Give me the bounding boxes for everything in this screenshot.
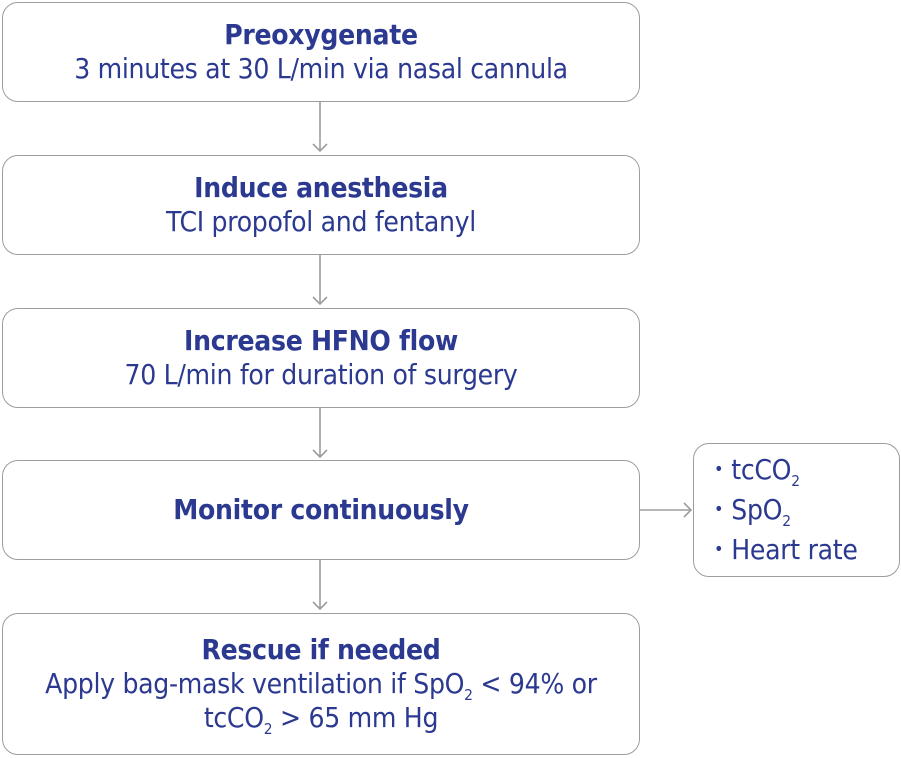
step-title: Rescue if needed	[201, 633, 441, 666]
arrow-step1-to-step2	[312, 102, 328, 153]
step-title: Monitor continuously	[173, 493, 469, 526]
step-preoxygenate: Preoxygenate 3 minutes at 30 L/min via n…	[2, 2, 640, 102]
step-description: 70 L/min for duration of surgery	[124, 358, 518, 391]
step-description: 3 minutes at 30 L/min via nasal cannula	[74, 52, 568, 85]
step-title: Increase HFNO flow	[184, 324, 458, 357]
arrow-step3-to-step4	[312, 408, 328, 459]
bullet: •	[714, 499, 724, 520]
step-increase-hfno-flow: Increase HFNO flow 70 L/min for duration…	[2, 308, 640, 408]
arrow-monitor-to-list	[640, 502, 693, 518]
step-title: Preoxygenate	[224, 18, 418, 51]
step-description-line2: tcCO2 > 65 mm Hg	[203, 701, 439, 738]
step-rescue-if-needed: Rescue if needed Apply bag-mask ventilat…	[2, 613, 640, 755]
arrow-step4-to-step5	[312, 560, 328, 611]
step-induce-anesthesia: Induce anesthesia TCI propofol and fenta…	[2, 155, 640, 255]
step-title: Induce anesthesia	[194, 171, 448, 204]
arrow-step2-to-step3	[312, 255, 328, 306]
step-monitor-continuously: Monitor continuously	[2, 460, 640, 560]
monitor-item-spo2: •SpO2	[714, 493, 791, 530]
step-description-line1: Apply bag-mask ventilation if SpO2 < 94%…	[45, 667, 597, 704]
bullet: •	[714, 459, 724, 480]
monitor-item-tcco2: •tcCO2	[714, 453, 800, 490]
monitor-parameters-box: •tcCO2 •SpO2 •Heart rate	[693, 443, 900, 577]
step-description: TCI propofol and fentanyl	[166, 205, 476, 238]
monitor-item-heart-rate: •Heart rate	[714, 533, 858, 566]
bullet: •	[714, 539, 724, 560]
